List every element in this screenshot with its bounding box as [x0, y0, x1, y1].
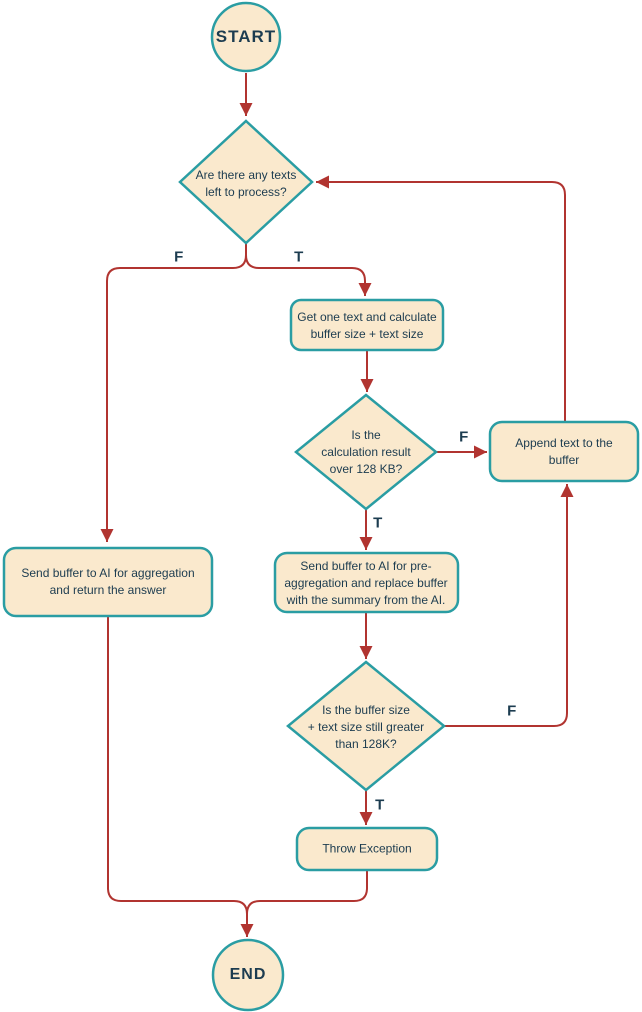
process-throw-exception-shape [295, 826, 439, 872]
process-pre-aggregate-shape [273, 551, 460, 614]
edge-texts-left-true-to-get-text [245, 243, 372, 296]
decision-still-greater-shape [286, 660, 446, 792]
edge-texts-left-false-to-aggregate [100, 243, 247, 542]
decision-calc-over-shape [294, 393, 438, 511]
end-node-shape [211, 938, 285, 1012]
process-aggregate-shape [2, 546, 214, 618]
start-node-shape [210, 1, 282, 73]
edge-append-loop-to-texts-left [316, 175, 566, 422]
decision-texts-left-shape [178, 119, 314, 245]
edge-aggregate-to-end [107, 616, 254, 937]
edge-throw-to-end [246, 870, 368, 915]
process-append-text-shape [488, 420, 640, 483]
flow-edges [100, 73, 574, 937]
edge-still-greater-false-to-append [444, 484, 574, 727]
process-get-text-shape [289, 298, 445, 352]
